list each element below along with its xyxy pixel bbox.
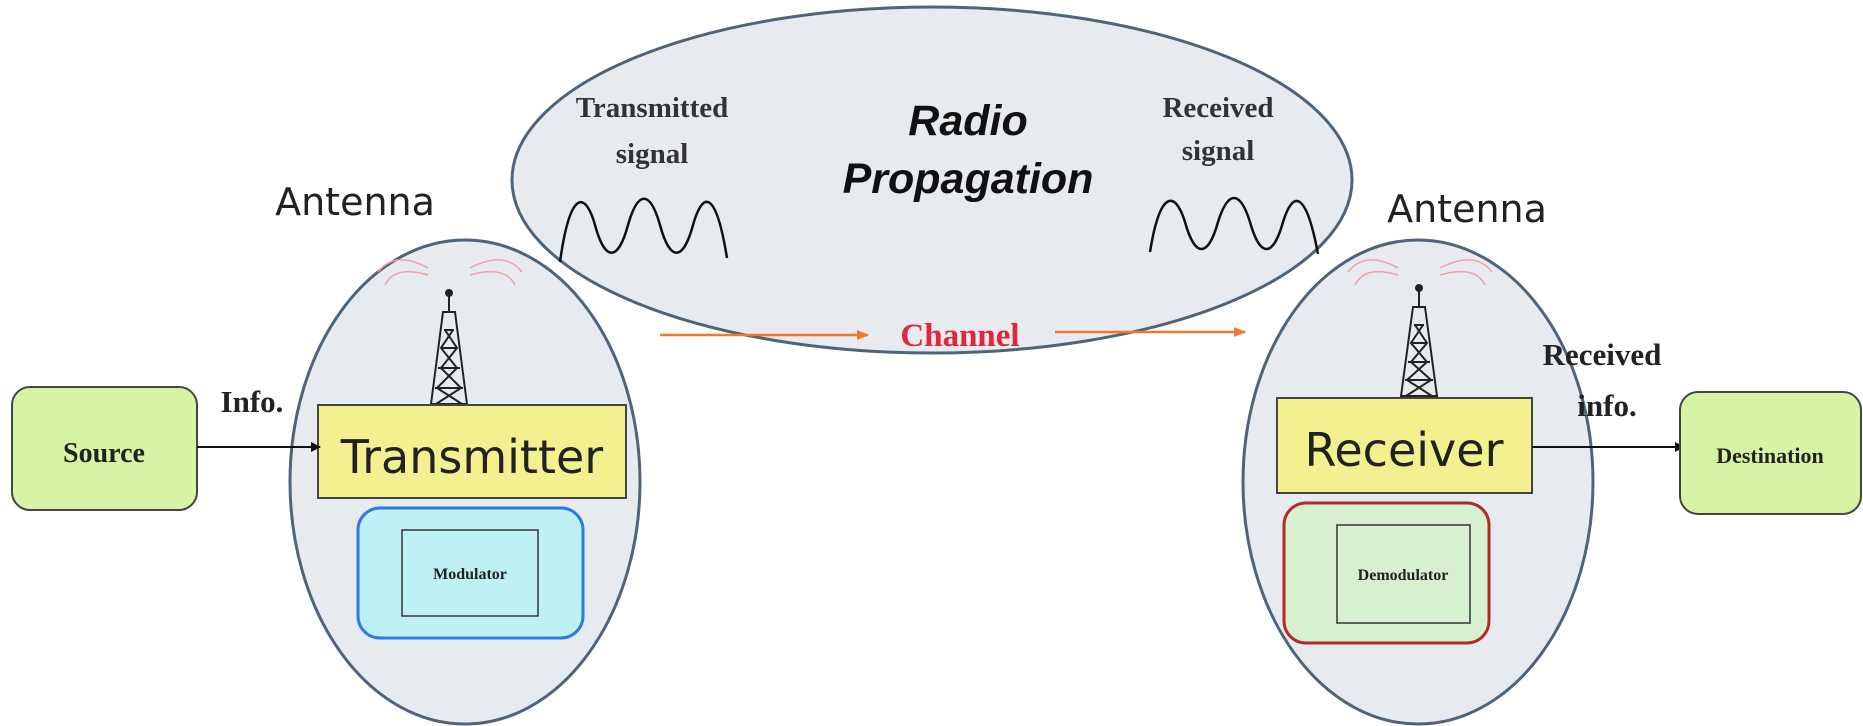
modulator-box — [356, 506, 585, 640]
demodulator-inner-box — [1336, 524, 1471, 624]
transmitter-label: Transmitter — [340, 430, 604, 484]
received-info-label-line2: info. — [1577, 388, 1636, 423]
received-signal-label-line1: Received — [1162, 92, 1273, 124]
source-box — [11, 386, 198, 511]
transmitter-tower-icon — [377, 259, 523, 405]
modulator-label: Modulator — [433, 566, 507, 583]
radio-propagation-title-line2: Propagation — [843, 155, 1094, 203]
transmitted-signal-label-line2: signal — [616, 138, 689, 170]
received-signal-label-line2: signal — [1182, 135, 1255, 167]
channel-label: Channel — [900, 318, 1019, 354]
transmitted-wave-icon — [558, 197, 729, 263]
receiver-box — [1276, 397, 1533, 494]
demodulator-label: Demodulator — [1358, 567, 1449, 584]
destination-label: Destination — [1716, 443, 1824, 468]
destination-box — [1679, 391, 1862, 515]
antenna-right-label: Antenna — [1387, 187, 1547, 231]
antenna-left-label: Antenna — [275, 180, 435, 224]
source-label: Source — [63, 438, 145, 469]
modulator-inner-box — [401, 529, 539, 617]
receiver-tower-icon — [1347, 259, 1493, 397]
radio-propagation-ellipse — [510, 5, 1354, 355]
received-info-label-line1: Received — [1543, 337, 1662, 372]
info-label: Info. — [221, 384, 284, 419]
transmitted-signal-label-line1: Transmitted — [576, 92, 729, 124]
receiver-label: Receiver — [1304, 423, 1503, 477]
radio-propagation-title-line1: Radio — [908, 97, 1027, 145]
received-wave-icon — [1148, 197, 1320, 255]
demodulator-box — [1282, 501, 1491, 645]
